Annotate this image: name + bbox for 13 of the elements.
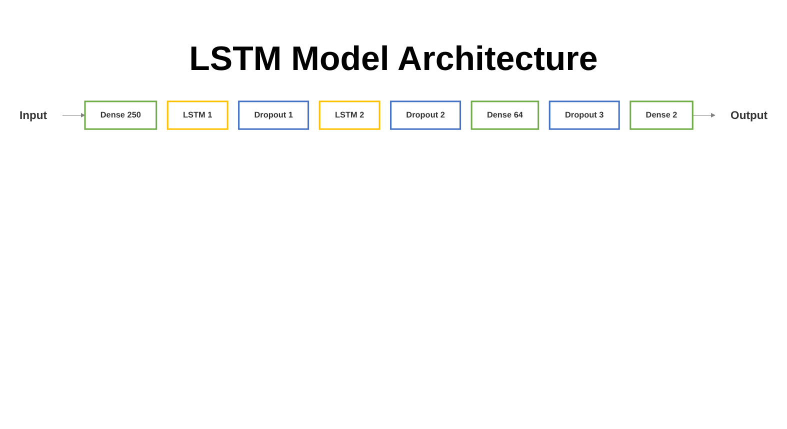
arrow [692, 113, 716, 118]
node-box: Dense 64 [470, 100, 540, 130]
node-box: LSTM 2 [318, 100, 380, 130]
node-box: LSTM 1 [166, 100, 228, 130]
arrow [62, 113, 86, 118]
node-text: Output [730, 108, 768, 122]
node-box: Dense 250 [84, 100, 158, 130]
node-box: Dropout 3 [548, 100, 620, 130]
node-box: Dropout 2 [390, 100, 462, 130]
node-box: Dropout 1 [238, 100, 310, 130]
node-text: Input [19, 108, 48, 122]
title: LSTM Model Architecture [188, 40, 599, 79]
node-box: Dense 2 [630, 100, 694, 130]
